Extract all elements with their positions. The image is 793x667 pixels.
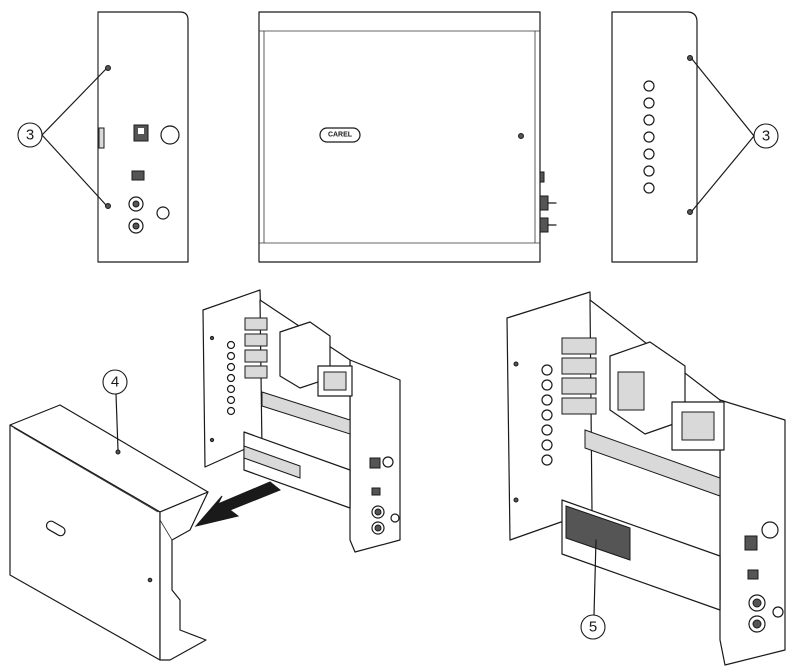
- screw-icon: [147, 577, 153, 583]
- callout-4: 4: [102, 369, 128, 451]
- logo-badge: [45, 520, 66, 537]
- screw-icon: [105, 65, 111, 71]
- screw-icon: [115, 449, 121, 455]
- right-side-view: [611, 11, 698, 263]
- open-unit-small: [202, 289, 401, 553]
- screw-icon: [105, 203, 111, 209]
- hole-icon: [643, 80, 655, 92]
- callout-label: 4: [111, 374, 119, 391]
- hole-icon: [160, 125, 180, 145]
- hole-icon: [643, 131, 655, 143]
- hole-icon: [156, 206, 170, 220]
- callout-3-right: 3: [691, 58, 779, 212]
- screw-icon: [687, 209, 693, 215]
- screw-icon: [518, 133, 524, 139]
- callout-label: 3: [26, 127, 34, 144]
- logo-text: CAREL: [328, 132, 353, 139]
- front-view: CAREL: [258, 11, 557, 263]
- hole-icon: [643, 97, 655, 109]
- logo-badge: [319, 127, 361, 143]
- hole-icon: [643, 165, 655, 177]
- callout-label: 5: [589, 619, 597, 636]
- callout-3-left: 3: [17, 68, 107, 206]
- open-unit-large: [506, 291, 786, 666]
- removal-arrow-icon: [194, 481, 281, 527]
- callout-5: 5: [580, 539, 606, 640]
- screw-icon: [687, 55, 693, 61]
- left-side-view: [97, 11, 189, 263]
- hole-icon: [643, 148, 655, 160]
- callout-label: 3: [762, 128, 770, 145]
- hole-icon: [643, 182, 655, 194]
- hole-icon: [643, 114, 655, 126]
- connector-icon: [131, 170, 145, 181]
- slot-icon: [98, 127, 105, 149]
- removed-cover: [9, 404, 209, 661]
